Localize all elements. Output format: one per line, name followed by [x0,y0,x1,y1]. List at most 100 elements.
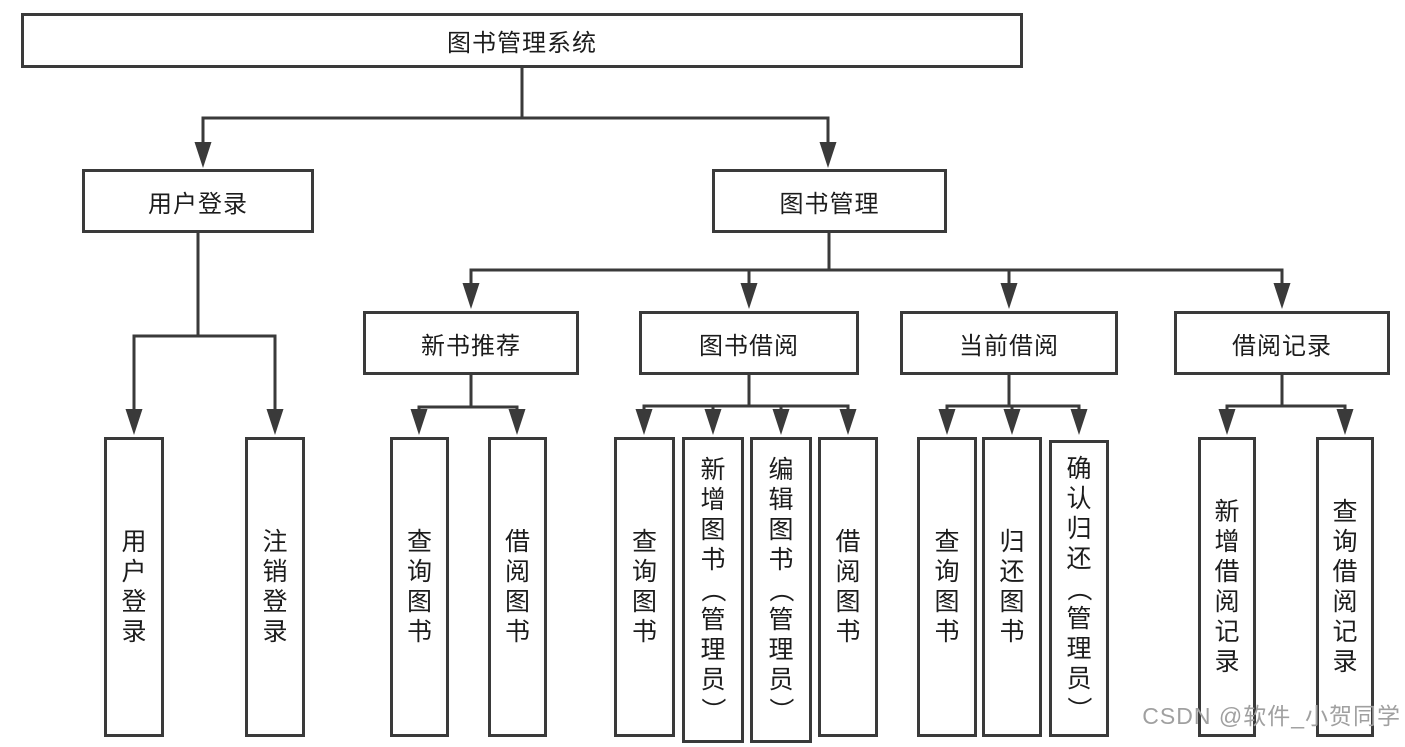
leaf-label-char: 书 [999,618,1025,646]
leaf-query-books-current: 查询图书 [917,437,977,737]
leaf-label-char: 阅 [504,558,530,586]
leaf-label-char: 查 [406,528,432,556]
connector-new-book-split [417,375,519,413]
leaf-label-char: 记 [1214,618,1240,646]
leaf-label-char: 新 [700,456,726,484]
leaf-label-char: 书 [700,546,726,574]
leaf-borrow-books: 借阅图书 [818,437,878,737]
leaf-label-char: 注 [262,528,288,556]
leaf-label-char: 书 [406,618,432,646]
leaf-return-books: 归还图书 [982,437,1042,737]
leaf-label-char: 查 [631,528,657,556]
leaf-user-login: 用户登录 [104,437,164,737]
leaf-label-char: 阅 [1332,588,1358,616]
connector-book-mgmt-split [469,233,1284,286]
leaf-label-char: 员 [1066,664,1092,693]
leaf-label-char: （ [1064,575,1093,602]
leaf-label-char: 图 [504,588,530,616]
leaf-label-char: 录 [1214,648,1240,676]
leaf-query-books-borrow: 查询图书 [614,437,675,737]
leaf-label-char: 认 [1066,484,1092,513]
node-borrow-records: 借阅记录 [1174,311,1390,375]
leaf-label-char: 增 [700,486,726,514]
leaf-label-char: 阅 [1214,588,1240,616]
leaf-label-char: 查 [1332,498,1358,526]
leaf-label-char: 辑 [768,486,794,514]
leaf-add-borrow-record: 新增借阅记录 [1198,437,1256,737]
leaf-label-char: （ [698,577,727,603]
leaf-label-char: 图 [631,588,657,616]
leaf-label-char: 图 [999,588,1025,616]
leaf-label-char: ） [698,697,727,723]
leaf-label-char: 销 [262,558,288,586]
leaf-label-char: 询 [406,558,432,586]
leaf-label-char: 理 [1066,634,1092,663]
leaf-label-char: 录 [1332,648,1358,676]
leaf-label-char: 查 [934,528,960,556]
node-book-borrow: 图书借阅 [639,311,859,375]
leaf-label-char: 图 [406,588,432,616]
leaf-label-char: 理 [768,636,794,664]
connector-current-borrow-split [945,375,1081,413]
leaf-label-char: 借 [835,528,861,556]
leaf-label-char: ） [766,697,795,723]
leaf-label-char: 管 [1066,604,1092,633]
leaf-label-char: 登 [121,588,147,616]
leaf-label-char: 管 [768,606,794,634]
leaf-label-char: 阅 [835,558,861,586]
leaf-label-char: ） [1064,695,1093,722]
leaf-edit-books-admin: 编辑图书 （ 管理员 ） [750,437,812,743]
leaf-label-char: 图 [768,516,794,544]
node-book-management: 图书管理 [712,169,947,233]
leaf-label-char: 新 [1214,498,1240,526]
connector-borrow-record-split [1225,375,1347,413]
leaf-label-char: 图 [934,588,960,616]
connector-user-login-split [132,233,277,412]
csdn-watermark: CSDN @软件_小贺同学 [1142,703,1401,729]
leaf-label-char: 书 [934,618,960,646]
leaf-label-char: 理 [700,636,726,664]
leaf-label-char: 借 [504,528,530,556]
leaf-label-char: 户 [121,558,147,586]
leaf-confirm-return-admin: 确认归还（管理员） [1049,440,1109,737]
leaf-query-books-recommend: 查询图书 [390,437,449,737]
node-new-book-recommend: 新书推荐 [363,311,579,375]
connector-book-borrow-split [642,375,850,413]
leaf-label-char: 还 [999,558,1025,586]
leaf-label-char: （ [766,577,795,603]
leaf-label-char: 用 [121,528,147,556]
leaf-borrow-books-recommend: 借阅图书 [488,437,547,737]
leaf-label-char: 登 [262,588,288,616]
node-user-login: 用户登录 [82,169,314,233]
leaf-label-char: 管 [700,606,726,634]
leaf-label-char: 确 [1066,454,1092,483]
leaf-add-books-admin: 新增图书 （ 管理员 ） [682,437,744,743]
leaf-label-char: 记 [1332,618,1358,646]
leaf-label-char: 书 [631,618,657,646]
leaf-label-char: 询 [631,558,657,586]
leaf-label-char: 员 [768,666,794,694]
leaf-query-borrow-record: 查询借阅记录 [1316,437,1374,737]
leaf-logout: 注销登录 [245,437,305,737]
leaf-label-char: 增 [1214,528,1240,556]
leaf-label-char: 编 [768,456,794,484]
leaf-label-char: 录 [121,618,147,646]
leaf-label-char: 询 [1332,528,1358,556]
leaf-label-char: 录 [262,618,288,646]
leaf-label-char: 书 [504,618,530,646]
leaf-label-char: 书 [768,546,794,574]
leaf-label-char: 归 [999,528,1025,556]
leaf-label-char: 借 [1332,558,1358,586]
connector-root-split [201,68,830,145]
arrowheads [125,142,1354,435]
leaf-label-char: 询 [934,558,960,586]
leaf-label-char: 书 [835,618,861,646]
leaf-label-char: 还 [1066,544,1092,573]
leaf-label-char: 图 [700,516,726,544]
node-current-borrow: 当前借阅 [900,311,1118,375]
leaf-label-char: 图 [835,588,861,616]
leaf-label-char: 归 [1066,514,1092,543]
leaf-label-char: 员 [700,666,726,694]
